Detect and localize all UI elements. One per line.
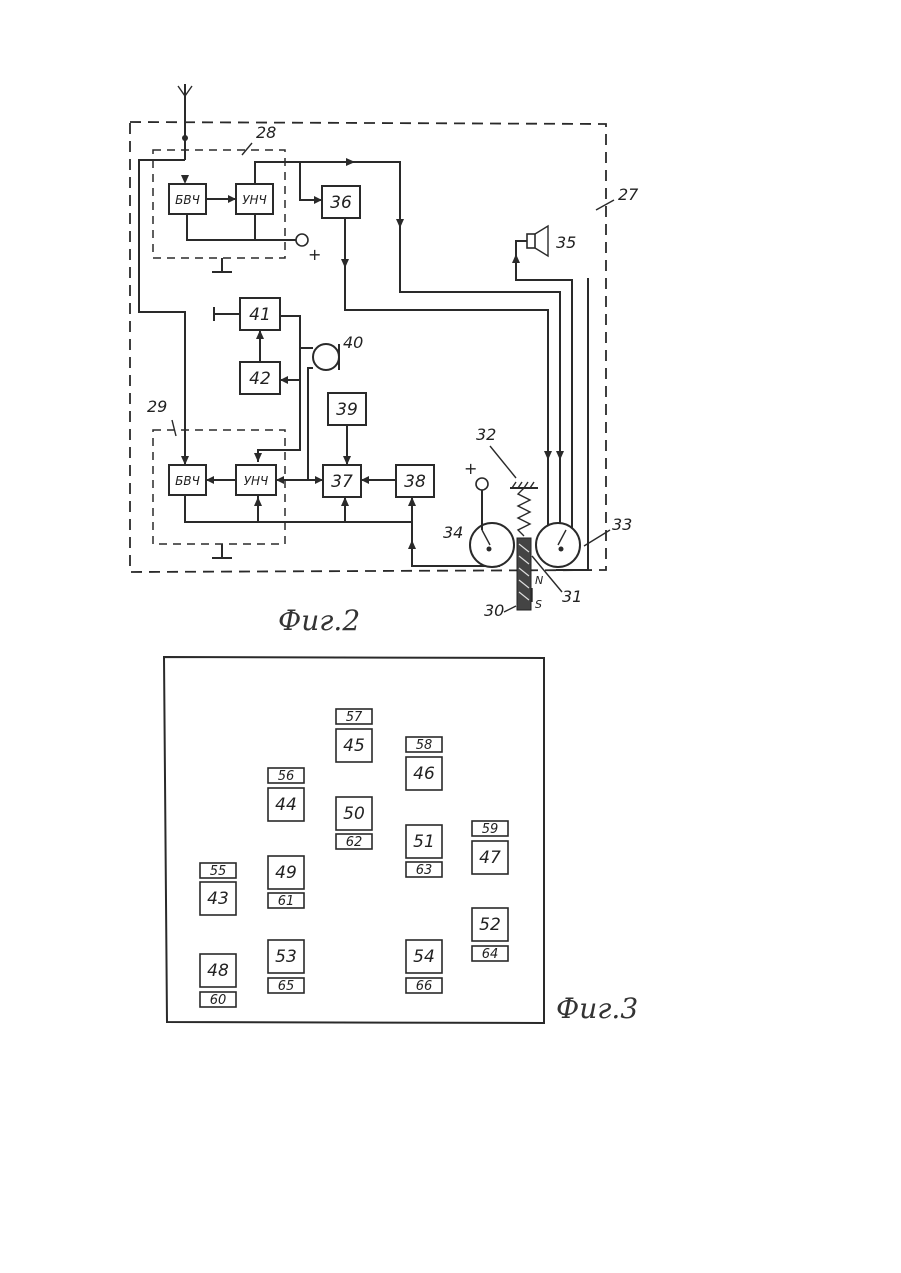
block-41-label: 41 [249, 305, 271, 325]
cell-64-label: 64 [482, 947, 499, 962]
ref-35-label: 35 [556, 233, 576, 252]
ref-29-label: 29 [147, 397, 167, 416]
cell-52-label: 52 [479, 915, 501, 935]
ref-40-label: 40 [343, 333, 363, 352]
ref-32-label: 32 [476, 425, 496, 444]
cell-56-label: 56 [278, 769, 295, 784]
figure-3-caption: Фиг.3 [556, 992, 638, 1025]
cell-59-label: 59 [482, 822, 499, 837]
cell-60-label: 60 [210, 993, 227, 1008]
ref-27-label: 27 [618, 185, 639, 204]
plus-relay-label: + [464, 459, 477, 478]
cell-58-label: 58 [416, 738, 433, 753]
cell-44-label: 44 [275, 795, 297, 815]
reed-relay-33-icon [536, 523, 580, 567]
block-unch-top-label: УНЧ [242, 193, 267, 207]
cell-50-label: 50 [343, 804, 365, 824]
block-38-label: 38 [404, 472, 426, 492]
ref-28-label: 28 [256, 123, 276, 142]
block-42-label: 42 [249, 369, 271, 389]
figure-2-caption: Фиг.2 [278, 604, 360, 637]
plus-top-label: + [308, 245, 321, 264]
ref-33-label: 33 [612, 515, 632, 534]
cell-46-label: 46 [413, 764, 435, 784]
cell-53-label: 53 [275, 947, 297, 967]
ground-symbol-top [212, 258, 232, 272]
cell-57-label: 57 [346, 710, 363, 725]
ref-31-label: 31 [562, 587, 582, 606]
cell-54-label: 54 [413, 947, 435, 967]
block-bvch-top-label: БВЧ [175, 193, 200, 207]
speaker-35-icon [527, 226, 548, 256]
cell-45-label: 45 [343, 736, 365, 756]
block-39-label: 39 [336, 400, 358, 420]
cell-51-label: 51 [413, 832, 435, 852]
cell-49-label: 49 [275, 863, 297, 883]
cell-43-label: 43 [207, 889, 229, 909]
block-36-label: 36 [330, 193, 352, 213]
figure-3: 57 45 58 46 56 44 50 62 51 63 59 47 55 4… [164, 657, 638, 1025]
spring-32-icon [510, 482, 538, 536]
cell-47-label: 47 [479, 848, 501, 868]
microphone-40-icon [313, 344, 339, 370]
cell-65-label: 65 [278, 979, 295, 994]
pole-s-label: S [535, 598, 542, 611]
cell-62-label: 62 [346, 835, 363, 850]
cell-66-label: 66 [416, 979, 433, 994]
ref-30-label: 30 [484, 601, 504, 620]
figure-2: БВЧ УНЧ + 28 36 35 [130, 84, 639, 637]
ref-34-label: 34 [443, 523, 463, 542]
cell-48-label: 48 [207, 961, 229, 981]
cell-61-label: 61 [278, 894, 295, 909]
block-unch-bottom-label: УНЧ [244, 474, 269, 488]
pole-n-label: N [535, 574, 543, 587]
cell-55-label: 55 [210, 864, 227, 879]
block-bvch-bottom-label: БВЧ [175, 474, 200, 488]
reed-relay-34-icon [470, 478, 514, 567]
cell-63-label: 63 [416, 863, 433, 878]
block-37-label: 37 [331, 472, 353, 492]
ground-symbol-bottom [212, 544, 232, 558]
power-terminal-top [296, 234, 308, 246]
magnet-30-icon [517, 538, 531, 610]
